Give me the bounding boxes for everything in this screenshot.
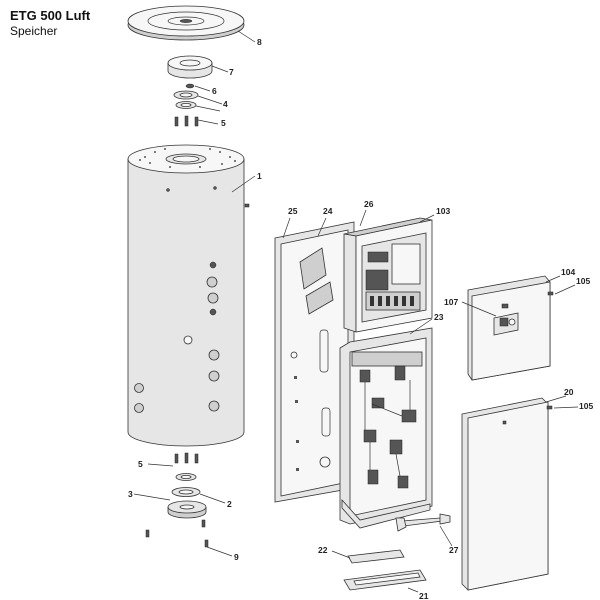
callout-7: 7 bbox=[229, 67, 234, 77]
part-20-lower-front-panel bbox=[461, 397, 549, 591]
callout-103: 103 bbox=[436, 206, 450, 216]
part-6-small-fitting bbox=[185, 83, 195, 89]
part-7-cap bbox=[167, 55, 213, 79]
callout-3: 3 bbox=[128, 489, 133, 499]
callout-24: 24 bbox=[323, 206, 333, 216]
part-23-hydraulic-module bbox=[339, 327, 433, 529]
part-105-screw-upper bbox=[547, 291, 554, 296]
part-5-screws-bottom bbox=[174, 452, 199, 464]
part-3-flange bbox=[167, 500, 207, 519]
callout-5-top: 5 bbox=[221, 118, 226, 128]
callout-20: 20 bbox=[564, 387, 574, 397]
part-24-25-mounting-frame bbox=[274, 221, 355, 503]
part-8-top-cover bbox=[127, 5, 245, 41]
callout-105-lower: 105 bbox=[579, 401, 593, 411]
callout-23: 23 bbox=[434, 312, 444, 322]
callout-6: 6 bbox=[212, 86, 217, 96]
part-4-ring bbox=[173, 90, 199, 100]
part-5-ring-bottom bbox=[175, 473, 197, 481]
part-103-control-box bbox=[343, 217, 433, 333]
callout-107: 107 bbox=[444, 297, 458, 307]
part-105-screw-lower bbox=[546, 405, 553, 410]
callout-27: 27 bbox=[449, 545, 459, 555]
callout-8: 8 bbox=[257, 37, 262, 47]
callout-1: 1 bbox=[257, 171, 262, 181]
part-27-wrench bbox=[395, 513, 451, 532]
leader-lines bbox=[133, 30, 579, 593]
part-22-foot-rail bbox=[347, 549, 405, 564]
callout-9: 9 bbox=[234, 552, 239, 562]
part-21-base-frame bbox=[343, 569, 427, 591]
callout-105-upper: 105 bbox=[576, 276, 590, 286]
callout-22: 22 bbox=[318, 545, 328, 555]
callout-104: 104 bbox=[561, 267, 575, 277]
part-4b-ring bbox=[175, 101, 197, 109]
diagram-subtitle: Speicher bbox=[10, 24, 58, 38]
diagram-title: ETG 500 Luft bbox=[10, 8, 91, 23]
part-1-storage-tank bbox=[127, 144, 245, 447]
callout-2: 2 bbox=[227, 499, 232, 509]
part-107-display-unit bbox=[493, 303, 519, 336]
part-5-screws-top bbox=[174, 115, 199, 127]
callout-26: 26 bbox=[364, 199, 374, 209]
callout-5-bottom: 5 bbox=[138, 459, 143, 469]
callout-21: 21 bbox=[419, 591, 429, 600]
part-1-plug bbox=[244, 203, 250, 208]
part-9-screws bbox=[145, 519, 209, 548]
part-2-flange-ring bbox=[171, 487, 201, 497]
callout-4: 4 bbox=[223, 99, 228, 109]
callout-25: 25 bbox=[288, 206, 298, 216]
